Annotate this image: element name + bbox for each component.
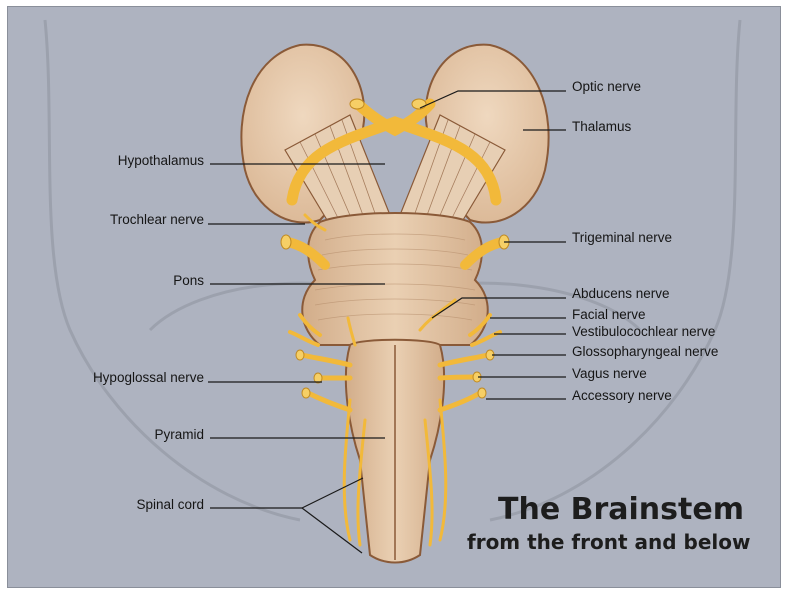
label-pons: Pons [173, 273, 204, 288]
diagram-subtitle: from the front and below [467, 530, 751, 554]
label-trigeminal-nerve: Trigeminal nerve [572, 230, 673, 245]
label-pyramid: Pyramid [154, 427, 204, 442]
label-trochlear-nerve: Trochlear nerve [109, 212, 204, 227]
label-glossopharyngeal-nerve: Glossopharyngeal nerve [572, 344, 719, 359]
label-facial-nerve: Facial nerve [572, 307, 646, 322]
pons-striations [314, 233, 476, 321]
leader-lines [208, 90, 566, 554]
label-vestibulocochlear-nerve: Vestibulocochlear nerve [572, 324, 716, 339]
label-thalamus: Thalamus [572, 119, 632, 134]
label-vagus-nerve: Vagus nerve [572, 366, 647, 381]
label-hypothalamus: Hypothalamus [117, 153, 204, 168]
nerve-cut-ends [280, 234, 510, 399]
optic-nerve-ends [349, 98, 427, 110]
diagram-title: The Brainstem [498, 492, 744, 527]
pons [301, 212, 489, 346]
label-optic-nerve: Optic nerve [572, 79, 642, 94]
label-accessory-nerve: Accessory nerve [572, 388, 672, 403]
label-abducens-nerve: Abducens nerve [572, 286, 670, 301]
label-spinal-cord: Spinal cord [136, 497, 204, 512]
label-hypoglossal-nerve: Hypoglossal nerve [92, 370, 204, 385]
